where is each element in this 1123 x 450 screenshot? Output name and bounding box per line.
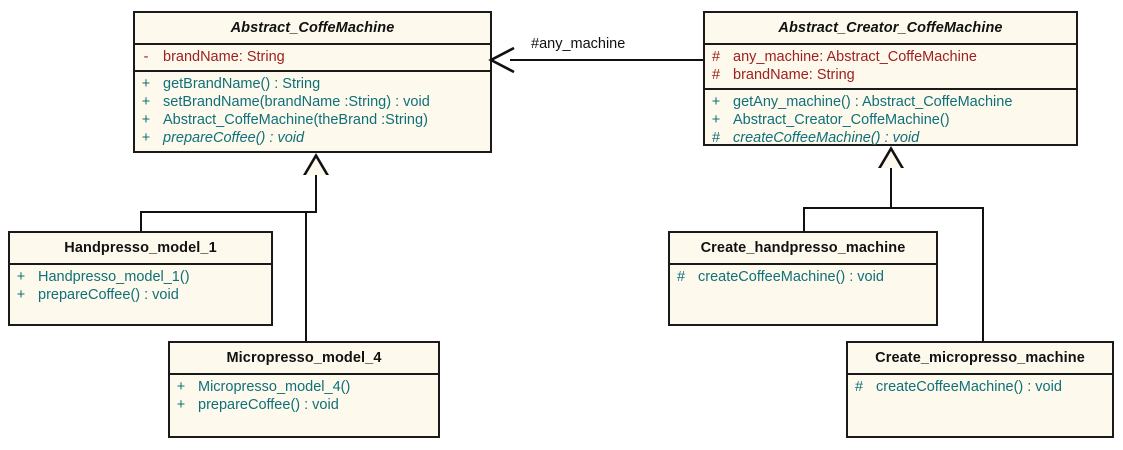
- generalization-branch-create-handpresso: [803, 207, 805, 232]
- method-text: createCoffeeMachine() : void: [698, 269, 884, 285]
- visibility-marker: #: [711, 130, 721, 146]
- association-label-any-machine: #any_machine: [531, 36, 626, 52]
- attributes-compartment-abstract-coffemachine: - brandName: String: [135, 45, 490, 70]
- method-row: + Abstract_Creator_CoffeMachine(): [705, 111, 1076, 129]
- visibility-marker: #: [854, 379, 864, 395]
- attribute-text: any_machine: Abstract_CoffeMachine: [733, 49, 977, 65]
- visibility-marker: -: [143, 49, 149, 65]
- compartment-divider: [670, 263, 936, 265]
- visibility-marker: #: [711, 67, 721, 83]
- method-row: + prepareCoffee() : void: [10, 286, 271, 304]
- class-name-handpresso-model-1: Handpresso_model_1: [64, 240, 217, 256]
- method-text: setBrandName(brandName :String) : void: [163, 94, 430, 110]
- generalization-branch-handpresso: [140, 211, 142, 232]
- class-abstract-creator-coffemachine[interactable]: Abstract_Creator_CoffeMachine # any_mach…: [703, 11, 1078, 146]
- generalization-branch-create-micropresso: [982, 207, 984, 342]
- methods-compartment-micropresso-model-4: + Micropresso_model_4() + prepareCoffee(…: [170, 375, 438, 436]
- open-arrowhead-icon: [488, 46, 515, 74]
- class-name-create-micropresso-machine: Create_micropresso_machine: [875, 350, 1085, 366]
- attributes-compartment-abstract-creator-coffemachine: # any_machine: Abstract_CoffeMachine # b…: [705, 45, 1076, 88]
- method-text: createCoffeeMachine() : void: [733, 130, 920, 146]
- visibility-marker: +: [141, 130, 151, 146]
- method-row: + Abstract_CoffeMachine(theBrand :String…: [135, 111, 490, 129]
- class-handpresso-model-1[interactable]: Handpresso_model_1 + Handpresso_model_1(…: [8, 231, 273, 326]
- attribute-row: # brandName: String: [705, 66, 1076, 84]
- method-row: + prepareCoffee() : void: [170, 396, 438, 414]
- generalization-triangle-inner: [881, 151, 901, 168]
- method-row: + Handpresso_model_1(): [10, 268, 271, 286]
- visibility-marker: +: [16, 269, 26, 285]
- class-micropresso-model-4[interactable]: Micropresso_model_4 + Micropresso_model_…: [168, 341, 440, 438]
- generalization-stem: [315, 175, 317, 212]
- method-text: prepareCoffee() : void: [163, 130, 305, 146]
- class-name-micropresso-model-4: Micropresso_model_4: [226, 350, 382, 366]
- class-create-handpresso-machine[interactable]: Create_handpresso_machine # createCoffee…: [668, 231, 938, 326]
- visibility-marker: +: [141, 94, 151, 110]
- visibility-marker: +: [141, 112, 151, 128]
- method-text: prepareCoffee() : void: [198, 397, 339, 413]
- method-row-abstract: # createCoffeeMachine() : void: [705, 129, 1076, 147]
- association-line-any-machine: [510, 59, 703, 61]
- methods-compartment-handpresso-model-1: + Handpresso_model_1() + prepareCoffee()…: [10, 265, 271, 324]
- generalization-bus: [140, 211, 317, 213]
- class-name-abstract-creator-coffemachine: Abstract_Creator_CoffeMachine: [778, 20, 1003, 36]
- visibility-marker: +: [16, 287, 26, 303]
- attribute-text: brandName: String: [733, 67, 855, 83]
- method-text: createCoffeeMachine() : void: [876, 379, 1062, 395]
- visibility-marker: +: [711, 112, 721, 128]
- methods-compartment-abstract-creator-coffemachine: + getAny_machine() : Abstract_CoffeMachi…: [705, 90, 1076, 151]
- method-text: getAny_machine() : Abstract_CoffeMachine: [733, 94, 1013, 110]
- methods-compartment-create-micropresso-machine: # createCoffeeMachine() : void: [848, 375, 1112, 436]
- method-row: # createCoffeeMachine() : void: [670, 268, 936, 286]
- method-row: + Micropresso_model_4(): [170, 378, 438, 396]
- compartment-divider: [170, 373, 438, 375]
- method-text: prepareCoffee() : void: [38, 287, 179, 303]
- visibility-marker: +: [176, 397, 186, 413]
- generalization-triangle-inner: [306, 158, 326, 175]
- method-row: + getAny_machine() : Abstract_CoffeMachi…: [705, 93, 1076, 111]
- method-row-abstract: + prepareCoffee() : void: [135, 129, 490, 147]
- compartment-divider: [705, 88, 1076, 90]
- methods-compartment-create-handpresso-machine: # createCoffeeMachine() : void: [670, 265, 936, 324]
- method-row: + getBrandName() : String: [135, 75, 490, 93]
- method-row: + setBrandName(brandName :String) : void: [135, 93, 490, 111]
- attribute-row: # any_machine: Abstract_CoffeMachine: [705, 48, 1076, 66]
- visibility-marker: +: [141, 76, 151, 92]
- compartment-divider: [705, 43, 1076, 45]
- class-abstract-coffemachine[interactable]: Abstract_CoffeMachine - brandName: Strin…: [133, 11, 492, 153]
- visibility-marker: #: [711, 49, 721, 65]
- compartment-divider: [135, 70, 490, 72]
- compartment-divider: [135, 43, 490, 45]
- generalization-bus: [803, 207, 984, 209]
- visibility-marker: #: [676, 269, 686, 285]
- visibility-marker: +: [176, 379, 186, 395]
- class-name-create-handpresso-machine: Create_handpresso_machine: [700, 240, 906, 256]
- method-text: Abstract_Creator_CoffeMachine(): [733, 112, 950, 128]
- generalization-stem: [890, 168, 892, 208]
- attribute-text: brandName: String: [163, 49, 285, 65]
- class-create-micropresso-machine[interactable]: Create_micropresso_machine # createCoffe…: [846, 341, 1114, 438]
- compartment-divider: [10, 263, 271, 265]
- method-text: Abstract_CoffeMachine(theBrand :String): [163, 112, 428, 128]
- method-text: getBrandName() : String: [163, 76, 321, 92]
- methods-compartment-abstract-coffemachine: + getBrandName() : String + setBrandName…: [135, 72, 490, 151]
- attribute-row: - brandName: String: [135, 48, 490, 66]
- method-row: # createCoffeeMachine() : void: [848, 378, 1112, 396]
- compartment-divider: [848, 373, 1112, 375]
- class-name-abstract-coffemachine: Abstract_CoffeMachine: [230, 20, 395, 36]
- method-text: Micropresso_model_4(): [198, 379, 351, 395]
- generalization-branch-micropresso: [305, 211, 307, 342]
- method-text: Handpresso_model_1(): [38, 269, 190, 285]
- visibility-marker: +: [711, 94, 721, 110]
